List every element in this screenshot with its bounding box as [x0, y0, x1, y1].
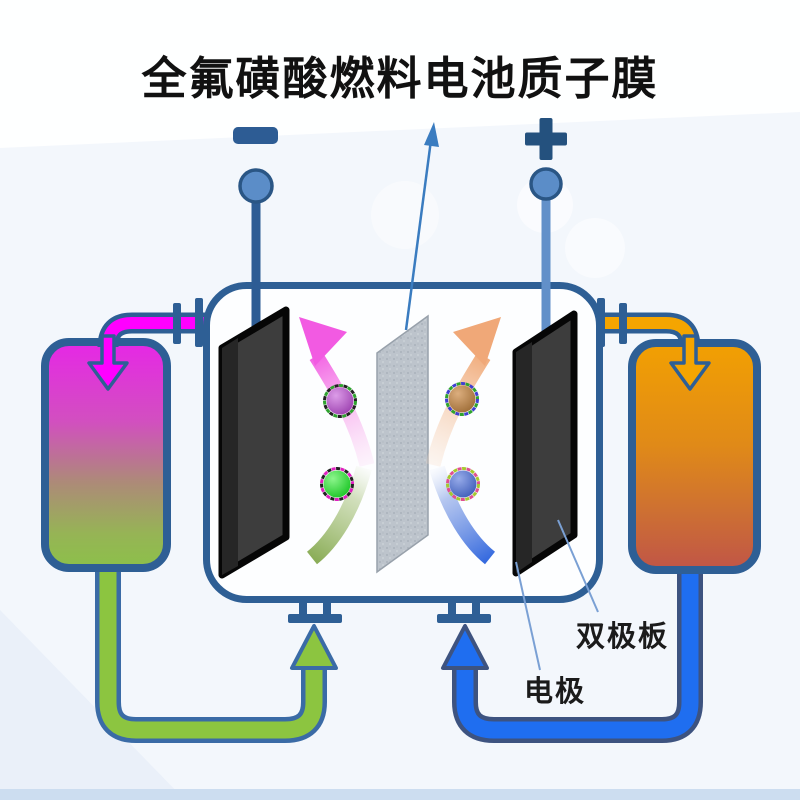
callout-line-electrode — [515, 561, 541, 671]
orange-outlet-pipe — [598, 312, 711, 391]
positive-terminal-icon — [525, 118, 567, 201]
membrane-pointer-arrow — [404, 122, 439, 331]
particle-blue — [446, 467, 480, 501]
callout-line-bipolar-plate — [557, 519, 599, 613]
orange-arrow-down-icon — [669, 334, 711, 391]
particle-purple — [323, 384, 357, 418]
background-bottom-left-wedge — [0, 610, 185, 800]
left-electrode-plate — [218, 306, 290, 579]
blue-flow-swoosh — [429, 465, 496, 565]
electrode-label: 电极 — [524, 676, 587, 708]
left-bottom-port — [288, 600, 342, 623]
green-flow-swoosh — [306, 465, 372, 565]
background-top-band — [0, 0, 800, 148]
magenta-outlet-pipe — [87, 312, 206, 391]
blue-arrow-up-icon — [441, 624, 489, 670]
background-bottom-strip — [0, 789, 800, 800]
right-electrode-plate — [512, 310, 578, 577]
green-return-pipe — [95, 564, 338, 743]
right-bottom-port — [437, 600, 491, 623]
right-pipe-flange — [597, 298, 627, 347]
magenta-arrow-down-icon — [87, 334, 129, 391]
bipolar-plate-label: 双极板 — [576, 621, 670, 653]
left-pipe-flange — [173, 298, 203, 347]
negative-terminal-icon — [233, 127, 278, 204]
green-arrow-up-icon — [290, 624, 338, 670]
particle-brown — [445, 382, 479, 416]
blue-return-pipe — [441, 566, 703, 743]
particle-green — [320, 467, 354, 501]
page-title: 全氟磺酸燃料电池质子膜 — [141, 53, 659, 104]
proton-membrane — [376, 314, 429, 574]
